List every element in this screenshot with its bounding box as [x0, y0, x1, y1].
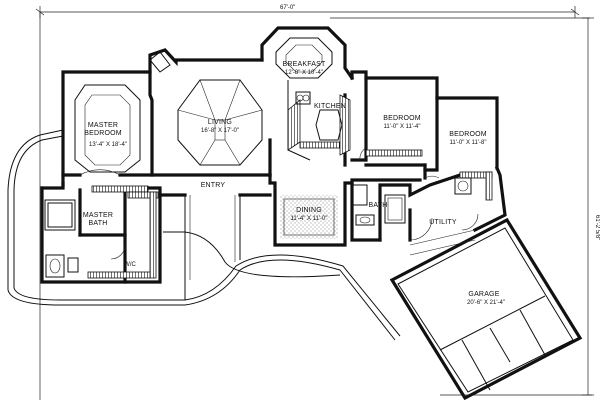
bedroom-2-name: BEDROOM	[449, 131, 487, 138]
utility-name: UTILITY	[429, 219, 457, 226]
dining-name: DINING	[296, 207, 322, 214]
master-bedroom-size: 13'-4" X 18'-4"	[89, 142, 127, 148]
wic-name: W/C	[124, 262, 136, 268]
living-name: LIVING	[208, 119, 232, 126]
closets-and-counters	[44, 51, 493, 279]
top-dimension-label: 67'-0"	[280, 5, 295, 11]
bedroom-2-size: 11'-0" X 11'-8"	[449, 140, 486, 146]
entry-name: ENTRY	[201, 182, 226, 189]
bath-name: BATH	[369, 202, 388, 209]
exterior-walls	[40, 26, 507, 284]
terrace-outline	[7, 129, 401, 341]
kitchen-name: KITCHEN	[314, 103, 346, 110]
ceiling-details	[74, 37, 338, 239]
right-dimension-label: 61'-2 5/8"	[594, 215, 600, 240]
breakfast-name: BREAKFAST	[282, 61, 326, 68]
garage-size: 20'-6" X 21'-4"	[467, 300, 505, 306]
bedroom-1-size: 11'-0" X 11'-4"	[383, 124, 420, 130]
door-swings	[79, 147, 479, 260]
garage-name: GARAGE	[468, 291, 499, 298]
dining-size: 11'-4" X 11'-0"	[290, 216, 327, 222]
dimension-lines	[35, 6, 594, 400]
breakfast-size: 12'-8" X 10'-4"	[285, 70, 323, 76]
bedroom-1-name: BEDROOM	[383, 115, 421, 122]
living-size: 16'-8" X 17'-0"	[201, 128, 239, 134]
garage	[389, 217, 583, 401]
